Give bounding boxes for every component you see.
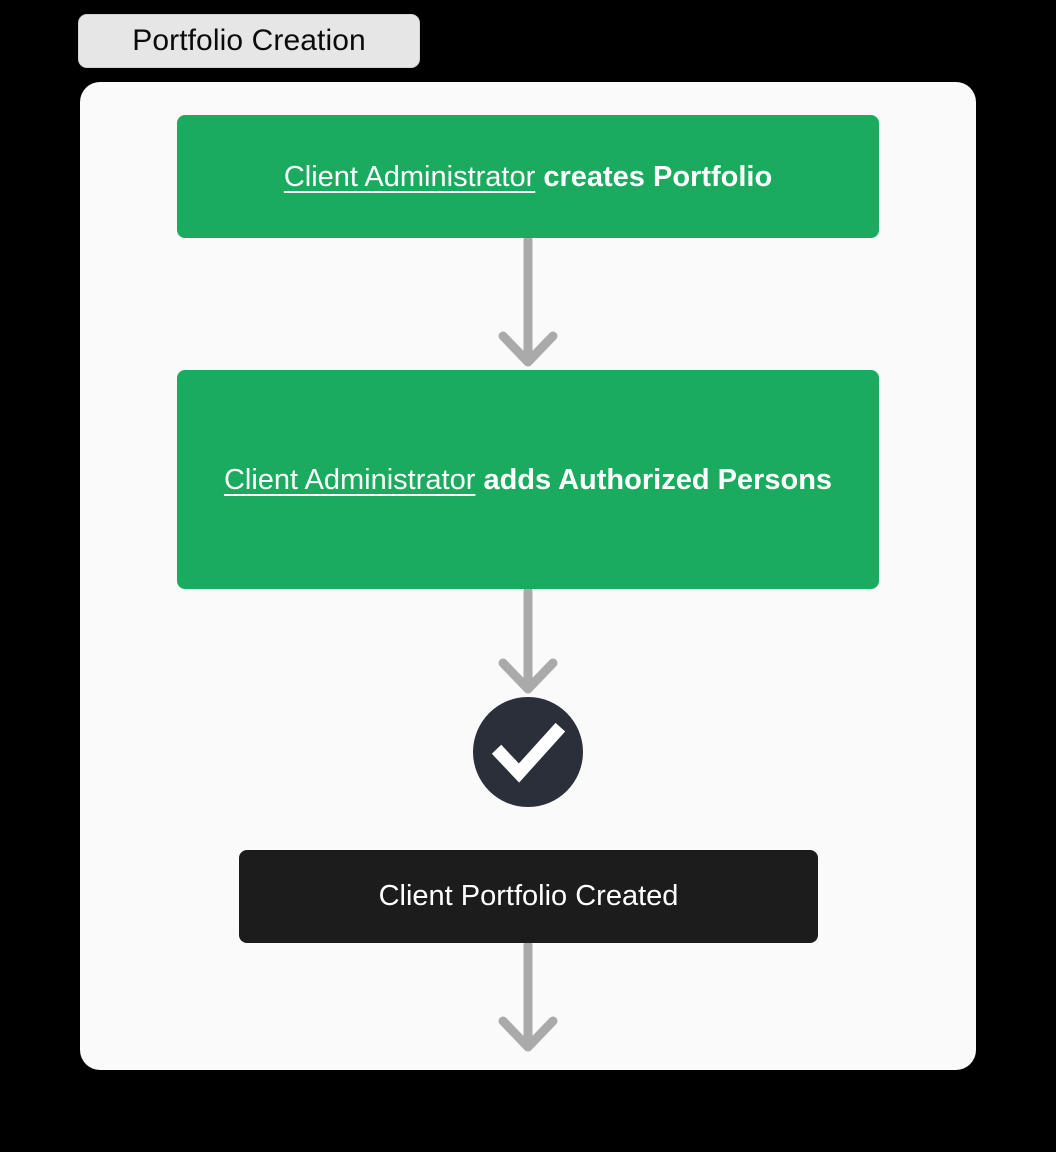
actor-label-client-administrator[interactable]: Client Administrator bbox=[283, 160, 536, 193]
action-label-adds-authorized-persons: adds Authorized Persons bbox=[483, 463, 833, 496]
outcome-label: Client Portfolio Created bbox=[378, 880, 679, 912]
flow-node-text: Client Administrator creates Portfolio bbox=[284, 153, 772, 201]
arrow-add-to-check-icon bbox=[488, 586, 568, 697]
actor-label-client-administrator[interactable]: Client Administrator bbox=[223, 463, 476, 496]
flow-node-add-authorized-persons[interactable]: Client Administrator adds Authorized Per… bbox=[177, 370, 879, 589]
arrow-created-to-next-icon bbox=[488, 940, 568, 1055]
flow-node-text: Client Administrator adds Authorized Per… bbox=[224, 456, 832, 504]
action-label-creates-portfolio: creates Portfolio bbox=[543, 160, 773, 193]
arrow-create-to-add-icon bbox=[488, 235, 568, 370]
flow-node-create-portfolio[interactable]: Client Administrator creates Portfolio bbox=[177, 115, 879, 238]
check-circle-icon bbox=[473, 697, 583, 807]
diagram-title-badge: Portfolio Creation bbox=[78, 14, 420, 68]
page-title: Portfolio Creation bbox=[132, 24, 366, 57]
flow-node-portfolio-created[interactable]: Client Portfolio Created bbox=[239, 850, 818, 943]
